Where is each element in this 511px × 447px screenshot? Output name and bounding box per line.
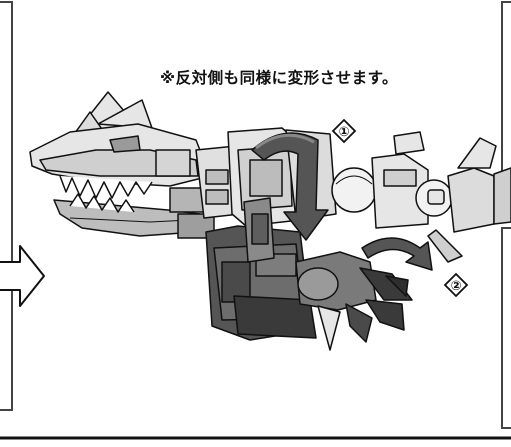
left-panel-border: [0, 1, 13, 411]
rotate-arrow-icon: [361, 237, 433, 271]
dragon-head: [29, 91, 215, 239]
dragon-leg: [205, 197, 413, 351]
right-bottom-panel-border: [501, 227, 511, 429]
step-number-icon: ②: [443, 272, 469, 298]
rotate-arrow-icon: [251, 132, 329, 241]
instruction-note: ※反対側も同様に変形させます。: [160, 69, 399, 87]
dragon-tail: [371, 131, 511, 263]
step-2-number: ②: [450, 279, 461, 294]
right-arrow-icon: [0, 245, 45, 307]
step-1-number: ①: [338, 125, 349, 140]
step-number-icon: ①: [331, 118, 357, 144]
